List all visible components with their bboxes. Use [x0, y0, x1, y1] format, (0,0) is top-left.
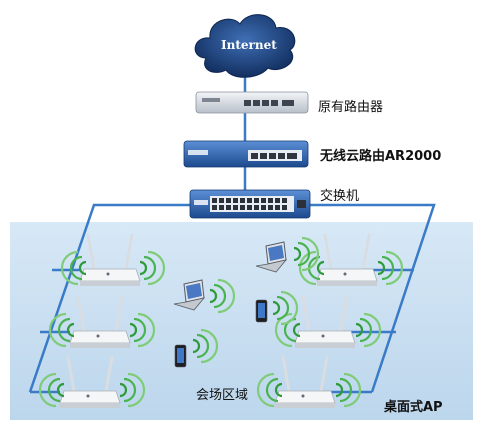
original-router-label: 原有路由器	[318, 100, 384, 115]
cloud-label: Internet	[221, 38, 277, 52]
desktop-ap-label: 桌面式AP	[384, 400, 443, 415]
cloud-router-label: 无线云路由AR2000	[320, 149, 442, 164]
cloud-router-icon	[183, 140, 309, 168]
smartphone-icon	[174, 344, 187, 368]
switch-icon	[189, 189, 311, 219]
laptop-icon	[173, 279, 206, 311]
cloud-icon	[194, 14, 296, 78]
smartphone-icon	[255, 299, 268, 323]
laptop-icon	[255, 241, 288, 273]
venue-area-label: 会场区域	[196, 388, 249, 403]
router-icon	[195, 91, 309, 114]
switch-label: 交换机	[320, 189, 360, 204]
